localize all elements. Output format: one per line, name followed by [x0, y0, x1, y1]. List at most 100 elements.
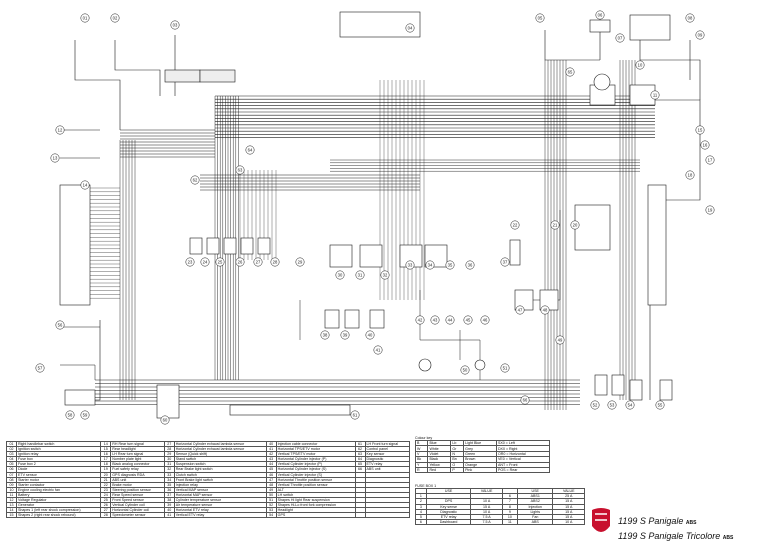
- legend-number: 28: [163, 446, 175, 453]
- key-number: 40: [365, 330, 375, 340]
- wire: [60, 364, 96, 380]
- key-number-label: 49: [558, 338, 563, 343]
- legend-number: 44: [265, 461, 277, 468]
- key-number: 08: [685, 13, 695, 23]
- key-number: 44: [445, 315, 455, 325]
- key-number: 55: [655, 400, 665, 410]
- legend-label: RH Rear turn signal: [110, 440, 165, 448]
- key-number-label: 34: [428, 263, 433, 268]
- key-number-label: 14: [83, 183, 88, 188]
- legend-label: Front Speed sensor: [110, 497, 165, 504]
- key-number-label: 29: [298, 260, 303, 265]
- key-number-label: 41: [376, 348, 381, 353]
- key-number: 07: [615, 33, 625, 43]
- key-number: 19: [705, 205, 715, 215]
- legend-number: 34: [163, 476, 175, 483]
- key-number: 61: [350, 410, 360, 420]
- key-number-label: 17: [708, 158, 713, 163]
- relay-b: [206, 237, 220, 255]
- key-number: 66: [520, 395, 530, 405]
- key-number: 33: [405, 260, 415, 270]
- key-number-label: 37: [503, 260, 508, 265]
- key-number-label: 48: [543, 308, 548, 313]
- legend-label: Fuel safety relay: [110, 466, 165, 473]
- legend-number: 45: [265, 466, 277, 473]
- wire: [75, 320, 101, 401]
- key-number: 10: [635, 60, 645, 70]
- sensor-41: [369, 309, 385, 329]
- legend-label: Rear Speed sensor: [110, 491, 165, 499]
- sensor-26: [629, 379, 643, 401]
- legend-label: GPS: [275, 512, 356, 519]
- legend-number: 42: [265, 451, 277, 458]
- sensor-42: [344, 309, 360, 329]
- colour-key-header: Colour key: [415, 436, 433, 440]
- legend-number: 28: [100, 512, 112, 519]
- key-number-label: 32: [383, 273, 388, 278]
- key-number: 13: [50, 153, 60, 163]
- key-number: 12: [55, 125, 65, 135]
- components: [59, 11, 673, 419]
- key-number-label: 47: [518, 308, 523, 313]
- injector-46: [359, 244, 383, 268]
- key-number-label: 55: [658, 403, 663, 408]
- legend-number: 36: [163, 486, 175, 493]
- colour-key-cell: Red: [427, 466, 452, 474]
- key-number: 11: [650, 90, 660, 100]
- generator-icon: [593, 73, 611, 91]
- key-number-label: 16: [703, 143, 708, 148]
- legend-label: LH Front turn signal: [364, 440, 411, 448]
- key-number: 17: [705, 155, 715, 165]
- key-number: 35: [445, 260, 455, 270]
- sensor-27: [594, 374, 608, 396]
- key-number: 24: [200, 257, 210, 267]
- key-number-label: 35: [448, 263, 453, 268]
- legend-label: Vertical ETV relay: [173, 512, 267, 519]
- key-number-label: 21: [553, 223, 558, 228]
- colour-key-cell: P: [450, 466, 465, 474]
- legend-number: 51: [265, 497, 277, 504]
- connector-rh-side: [647, 184, 667, 306]
- key-number: 63: [235, 165, 245, 175]
- connector-ecu: [339, 11, 421, 38]
- connector-64: [164, 69, 201, 83]
- key-number-label: 51: [503, 366, 508, 371]
- key-number-label: 63: [238, 168, 243, 173]
- key-number-label: 38: [323, 333, 328, 338]
- key-number: 15: [695, 125, 705, 135]
- legend-number: 15: [6, 512, 17, 519]
- key-number: 48: [540, 305, 550, 315]
- legend-number: 27: [163, 440, 175, 448]
- key-number-label: 10: [638, 63, 643, 68]
- key-number-label: 44: [448, 318, 453, 323]
- key-number-label: 01: [83, 16, 88, 21]
- key-number: 01: [80, 13, 90, 23]
- legend-number: 48: [265, 481, 277, 488]
- abs-unit: [574, 204, 611, 251]
- legend-number: 35: [163, 481, 175, 488]
- wire-harness: [60, 13, 701, 411]
- connector-bus: [229, 404, 351, 416]
- injector-45: [329, 244, 353, 268]
- fuse-cell: 6: [415, 519, 427, 526]
- key-number: 50: [460, 365, 470, 375]
- key-number-label: 12: [58, 128, 63, 133]
- key-number: 58: [65, 410, 75, 420]
- key-number: 46: [480, 315, 490, 325]
- legend-number: 43: [265, 456, 277, 463]
- legend-number: 32: [163, 466, 175, 473]
- key-number: 41: [373, 345, 383, 355]
- key-number-label: 15: [698, 128, 703, 133]
- key-number-label: 58: [68, 413, 73, 418]
- key-number: 38: [320, 330, 330, 340]
- key-number-label: 06: [598, 13, 603, 18]
- key-number: 25: [215, 257, 225, 267]
